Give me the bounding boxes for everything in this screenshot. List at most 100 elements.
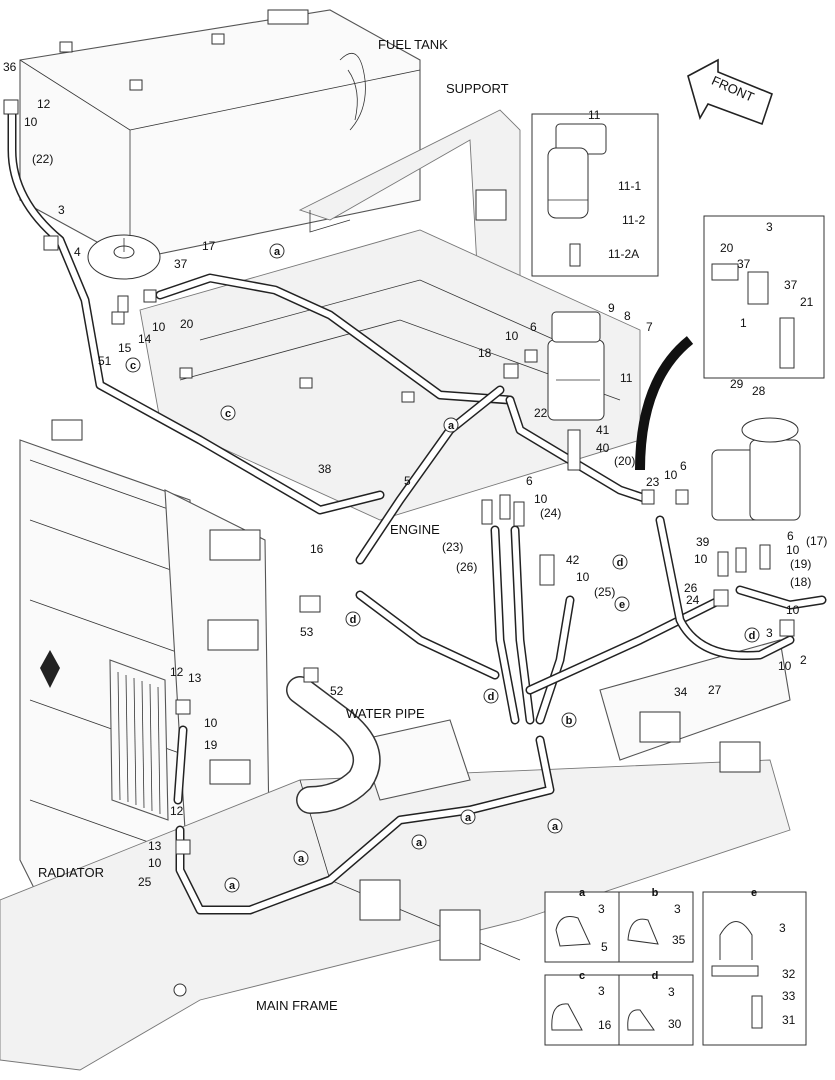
marker-d: d: [749, 630, 756, 642]
part-label: 10: [778, 659, 792, 673]
marker-a: a: [274, 246, 281, 258]
part-label: 10: [786, 543, 800, 557]
part-label: 28: [752, 384, 766, 398]
part-label: 7: [646, 320, 653, 334]
part-label: 3: [766, 220, 773, 234]
part-label: 13: [188, 671, 202, 685]
part-label: 10: [534, 492, 548, 506]
part-label: 18: [478, 346, 492, 360]
part-label: 39: [696, 535, 710, 549]
part-label: 23: [646, 475, 660, 489]
part-label: (18): [790, 575, 811, 589]
part-label: 11: [588, 108, 601, 122]
part-label: 21: [800, 295, 814, 309]
fuel-tank-label: FUEL TANK: [378, 37, 448, 52]
marker-a: a: [229, 880, 236, 892]
part-label: 11: [620, 371, 633, 385]
part-label: 20: [720, 241, 734, 255]
part-label: 3: [58, 203, 65, 217]
legend-d-title: d: [652, 970, 659, 982]
legend-b-part: 35: [672, 933, 686, 947]
part-label: 22: [534, 406, 548, 420]
part-label: 36: [3, 60, 17, 74]
part-label: 51: [98, 354, 112, 368]
part-label: 41: [596, 423, 610, 437]
part-label: 8: [624, 309, 631, 323]
part-label: 2: [800, 653, 807, 667]
legend-e-upper: 32: [782, 967, 796, 981]
part-label: 4: [74, 245, 81, 259]
part-label: 17: [202, 239, 216, 253]
legend-e-lower: 31: [782, 1013, 796, 1027]
part-label: (17): [806, 534, 827, 548]
part-label: 37: [784, 278, 798, 292]
legend-c-part: 16: [598, 1018, 612, 1032]
legend-a-part: 5: [601, 940, 608, 954]
engine-label: ENGINE: [390, 522, 440, 537]
part-label: (23): [442, 540, 463, 554]
legend-c-title: c: [579, 970, 585, 982]
water-separator: [711, 417, 801, 521]
legend-clamps: a 3 5 b 3 35 c 3 16 d 3 30 e 3 32 33 31: [544, 887, 807, 1046]
marker-a: a: [465, 812, 472, 824]
part-label: 26: [684, 581, 698, 595]
part-label: 37: [737, 257, 751, 271]
main-frame-label: MAIN FRAME: [256, 998, 338, 1013]
clamp-markers: a c c a d d e d d b a a a a a: [125, 243, 760, 893]
hose-lines: [7, 105, 827, 915]
part-label: 12: [37, 97, 51, 111]
part-label: 10: [24, 115, 38, 129]
marker-c: c: [225, 408, 231, 420]
part-label: 27: [708, 683, 722, 697]
water-pipe-label: WATER PIPE: [346, 706, 425, 721]
part-label: 1: [740, 316, 747, 330]
part-label: (24): [540, 506, 561, 520]
legend-b-bolt: 3: [674, 902, 681, 916]
legend-e-title: e: [751, 887, 757, 899]
part-label: 9: [608, 301, 615, 315]
part-label: 37: [174, 257, 188, 271]
part-label: 52: [330, 684, 344, 698]
legend-d-bolt: 3: [668, 985, 675, 999]
part-label: 25: [138, 875, 152, 889]
fuel-filter-main: [547, 311, 605, 471]
legend-e-middle: 33: [782, 989, 796, 1003]
marker-d: d: [488, 691, 495, 703]
part-label: 10: [204, 716, 218, 730]
legend-d-part: 30: [668, 1017, 682, 1031]
marker-a: a: [552, 821, 559, 833]
part-label: 38: [318, 462, 332, 476]
part-label: 10: [152, 320, 166, 334]
part-label: 13: [148, 839, 162, 853]
part-label: 15: [118, 341, 132, 355]
part-label: 6: [787, 529, 794, 543]
support-label: SUPPORT: [446, 81, 509, 96]
part-label: 16: [310, 542, 324, 556]
connector-fittings: [3, 99, 795, 855]
part-label: 53: [300, 625, 314, 639]
part-label: 10: [576, 570, 590, 584]
marker-a: a: [448, 420, 455, 432]
part-label: 10: [664, 468, 678, 482]
part-label: 11-1: [618, 179, 641, 193]
legend-a-title: a: [579, 887, 586, 899]
oil-cooler: [109, 659, 169, 821]
part-label: 20: [180, 317, 194, 331]
part-label: (25): [594, 585, 615, 599]
part-label: (26): [456, 560, 477, 574]
marker-b: b: [566, 715, 573, 727]
part-label: 5: [404, 474, 411, 488]
part-label: 42: [566, 553, 580, 567]
radiator-label: RADIATOR: [38, 865, 104, 880]
legend-c-bolt: 3: [598, 984, 605, 998]
fuel-sender-unit: [87, 234, 161, 313]
part-label: 10: [694, 552, 708, 566]
legend-a-bolt: 3: [598, 902, 605, 916]
part-label: 14: [138, 332, 152, 346]
marker-a: a: [416, 837, 423, 849]
fuel-tank-outline: [19, 9, 421, 261]
marker-c: c: [130, 360, 136, 372]
part-label: 12: [170, 804, 184, 818]
part-label: 10: [505, 329, 519, 343]
